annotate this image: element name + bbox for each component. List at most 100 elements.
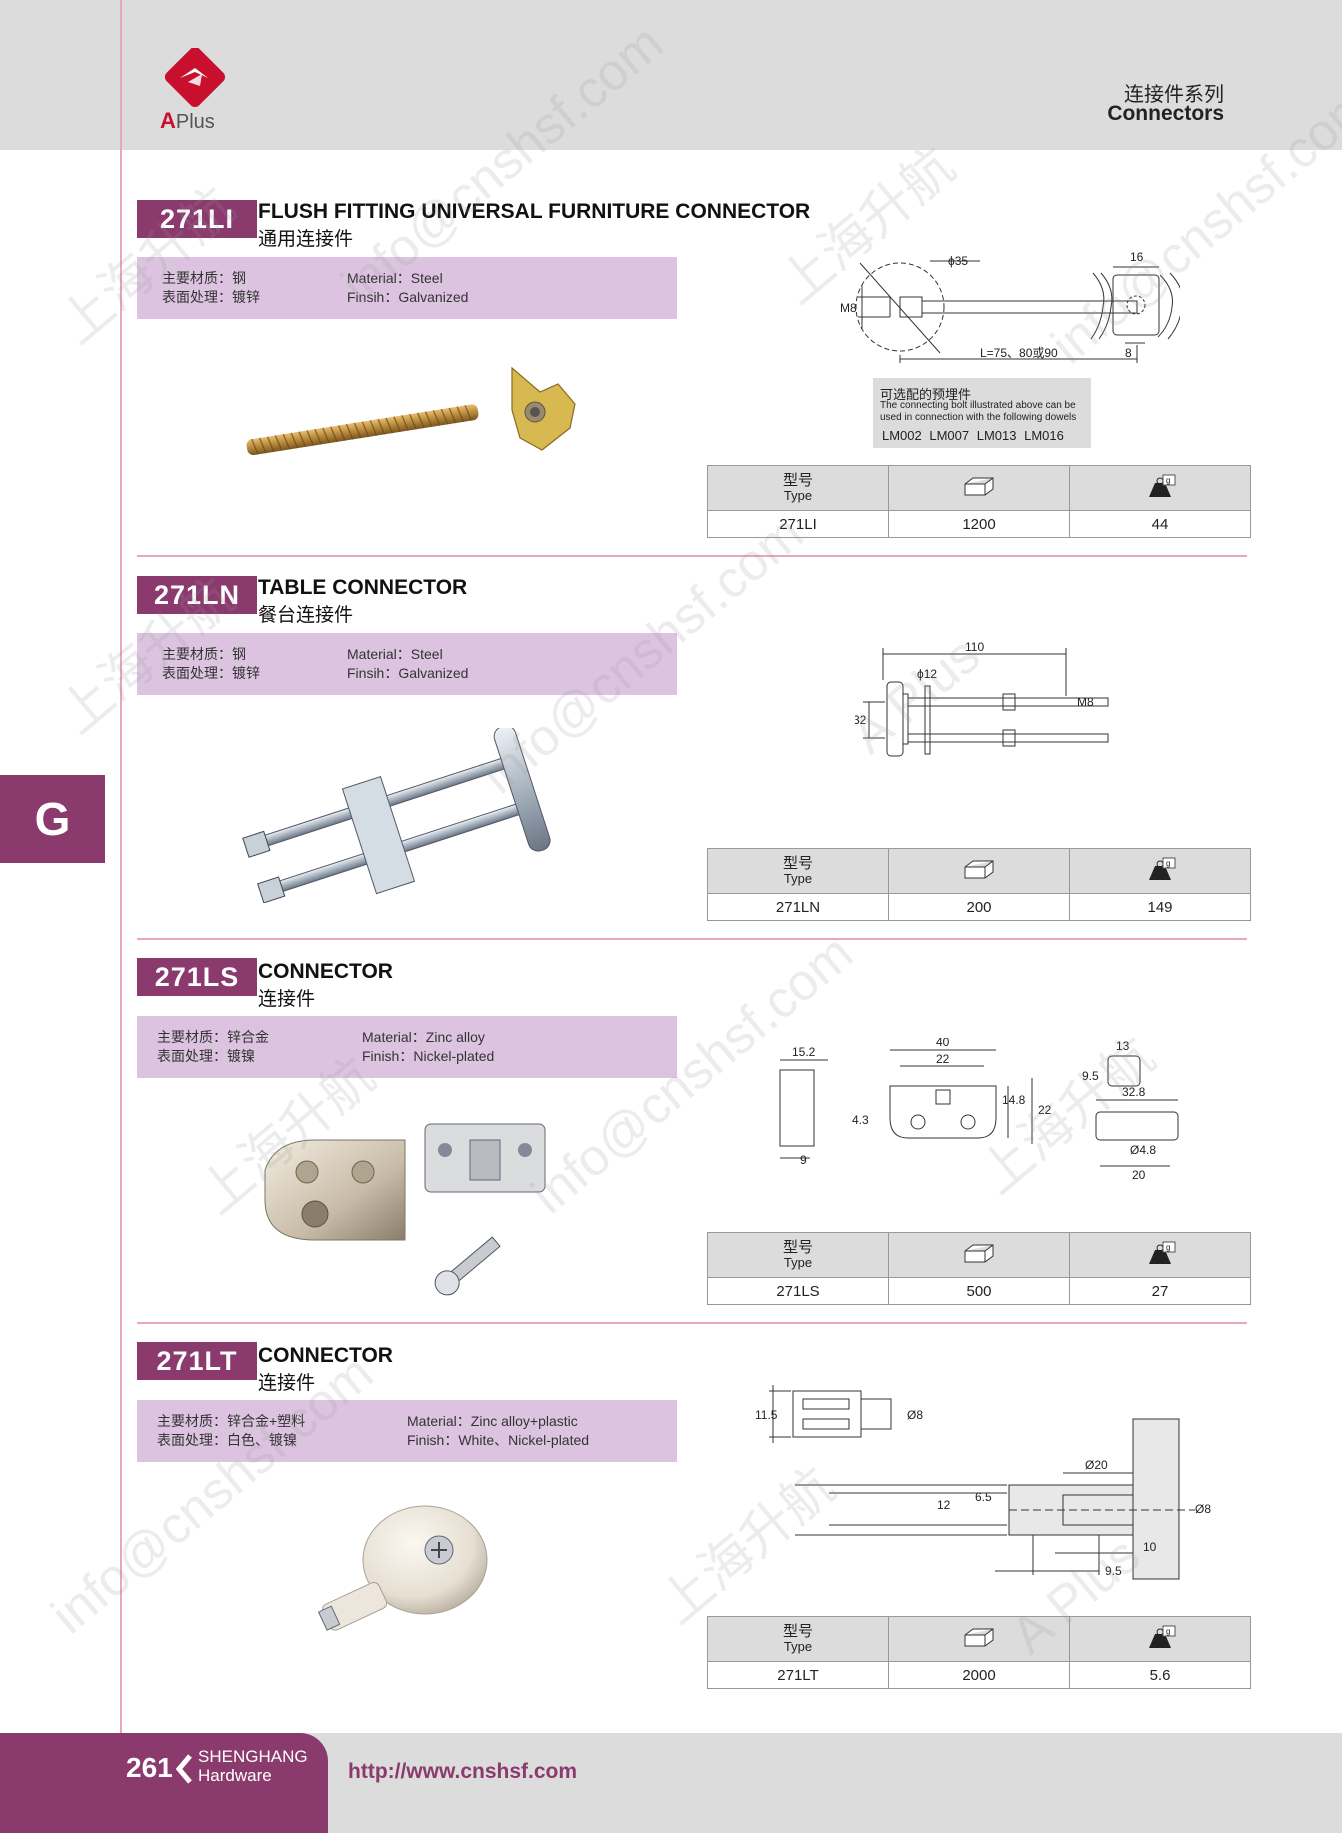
dim-label: 13 [1116,1039,1130,1053]
margin-line [120,0,122,1833]
spec-en-finish: Finsih：Galvanized [347,665,469,681]
dowel-note: 可选配的预埋件 The connecting bolt illustrated … [873,378,1091,448]
dowel-note-line: The connecting bolt illustrated above ca… [880,400,1076,411]
type-value: 271LI [707,510,889,538]
product-photo-271li [246,366,576,456]
type-value: 271LT [707,1661,889,1689]
spec-cn-material: 主要材质：锌合金 [157,1029,269,1045]
logo-text: APlus [160,108,215,133]
dowel-models: LM002 LM007 LM013 LM016 [882,428,1064,443]
dim-label: 32 [855,713,867,727]
spec-en-material: Material：Steel [347,270,443,286]
dim-label: 12 [937,1498,951,1512]
dowel-note-text: The connecting bolt illustrated above ca… [880,400,1076,424]
spec-cn-finish: 表面处理：白色、镀镍 [157,1432,297,1448]
dim-label: 6.5 [975,1490,992,1504]
drawing-271li-clip: 16 8 [1090,250,1160,360]
website-link[interactable]: http://www.cnshsf.com [348,1760,578,1783]
spec-box: 主要材质：钢 表面处理：镀锌 Material：Steel Finsih：Gal… [137,633,677,695]
footer-brand-sub: Hardware [198,1766,272,1785]
footer-tab [0,1733,328,1833]
category-title-cn: 连接件系列 [1124,84,1224,106]
dim-label: L=75、80或90 [980,346,1058,360]
dim-label: 32.8 [1122,1085,1146,1099]
spec-en-material: Material：Steel [347,646,443,662]
aplus-logo-icon [164,48,226,108]
section-divider [137,938,1247,940]
dim-label: M8 [840,301,857,315]
product-title-en: TABLE CONNECTOR [258,576,468,599]
dim-label: ϕ12 [917,667,937,681]
dim-label: 16 [1130,250,1144,264]
spec-box: 主要材质：锌合金 表面处理：镀镍 Material：Zinc alloy Fin… [137,1016,677,1078]
spec-box: 主要材质：钢 表面处理：镀锌 Material：Steel Finsih：Gal… [137,257,677,319]
section-divider [137,1322,1247,1324]
product-title-en: CONNECTOR [258,960,393,983]
spec-cn-material: 主要材质：锌合金+塑料 [157,1413,306,1429]
product-title-cn: 通用连接件 [258,229,354,250]
dim-label: M8 [1077,695,1094,709]
spec-cn-material: 主要材质：钢 [162,646,246,662]
box-icon [888,1232,1070,1278]
dim-label: 14.8 [1002,1093,1026,1107]
weight-value: 5.6 [1069,1661,1251,1689]
section-tab: G [0,775,105,863]
quantity-value: 500 [888,1277,1070,1305]
drawing-271ln: 110 ϕ12 32 M8 [855,640,1109,757]
footer-brand: SHENGHANG [198,1747,308,1766]
section-divider [137,555,1247,557]
dim-label: 110 [965,640,984,654]
svg-text:g: g [1166,1627,1170,1636]
dowel-note-title: 可选配的预埋件 [880,387,972,402]
dim-label: Ø8 [1195,1502,1211,1516]
chevron-left-icon [176,1754,192,1784]
dim-label: Ø8 [907,1408,923,1422]
product-code-badge: 271LS [137,958,257,996]
product-title-en: CONNECTOR [258,1344,393,1367]
box-icon [888,1616,1070,1662]
product-title-cn: 餐台连接件 [258,605,354,626]
drawing-271li: ϕ35 M8 L=75、80或90 [840,254,1180,363]
dim-label: 11.5 [755,1408,778,1422]
drawing-271lt: 11.5 Ø8 Ø20 12 6.5 Ø8 10 9.5 [755,1385,1211,1580]
drawing-271ls: 15.2 4.3 9 40 22 14.8 22 13 9.5 32.8 Ø4.… [779,1038,1179,1182]
dowel-note-line: used in connection with the following do… [880,412,1077,423]
weight-value: 149 [1069,893,1251,921]
weight-icon: g [1069,1232,1251,1278]
dim-label: 9.5 [1082,1069,1099,1083]
svg-text:g: g [1166,859,1170,868]
product-title-cn: 连接件 [258,1373,316,1394]
category-title-en: Connectors [1107,102,1224,125]
type-value: 271LN [707,893,889,921]
dim-label: 4.3 [852,1113,869,1127]
product-photo-271ls [264,1123,546,1296]
dim-label: 22 [1038,1103,1052,1117]
quantity-value: 2000 [888,1661,1070,1689]
weight-icon: g [1069,465,1251,511]
spec-en-finish: Finsih：Galvanized [347,289,469,305]
weight-icon: g [1069,1616,1251,1662]
weight-icon: g [1069,848,1251,894]
dim-label: 9.5 [1105,1564,1122,1578]
spec-cn-finish: 表面处理：镀锌 [162,665,260,681]
dim-label: ϕ35 [948,254,968,268]
product-title-en: FLUSH FITTING UNIVERSAL FURNITURE CONNEC… [258,200,811,223]
dim-label: 40 [936,1038,950,1049]
weight-value: 27 [1069,1277,1251,1305]
dim-label: 9 [800,1153,807,1167]
weight-value: 44 [1069,510,1251,538]
product-photo-271lt [317,1505,488,1631]
spec-cn-finish: 表面处理：镀镍 [157,1048,255,1064]
product-code-badge: 271LN [137,576,257,614]
spec-en-material: Material：Zinc alloy [362,1029,485,1045]
spec-cn-finish: 表面处理：镀锌 [162,289,260,305]
svg-text:g: g [1166,1243,1170,1252]
dim-label: Ø4.8 [1130,1143,1156,1157]
